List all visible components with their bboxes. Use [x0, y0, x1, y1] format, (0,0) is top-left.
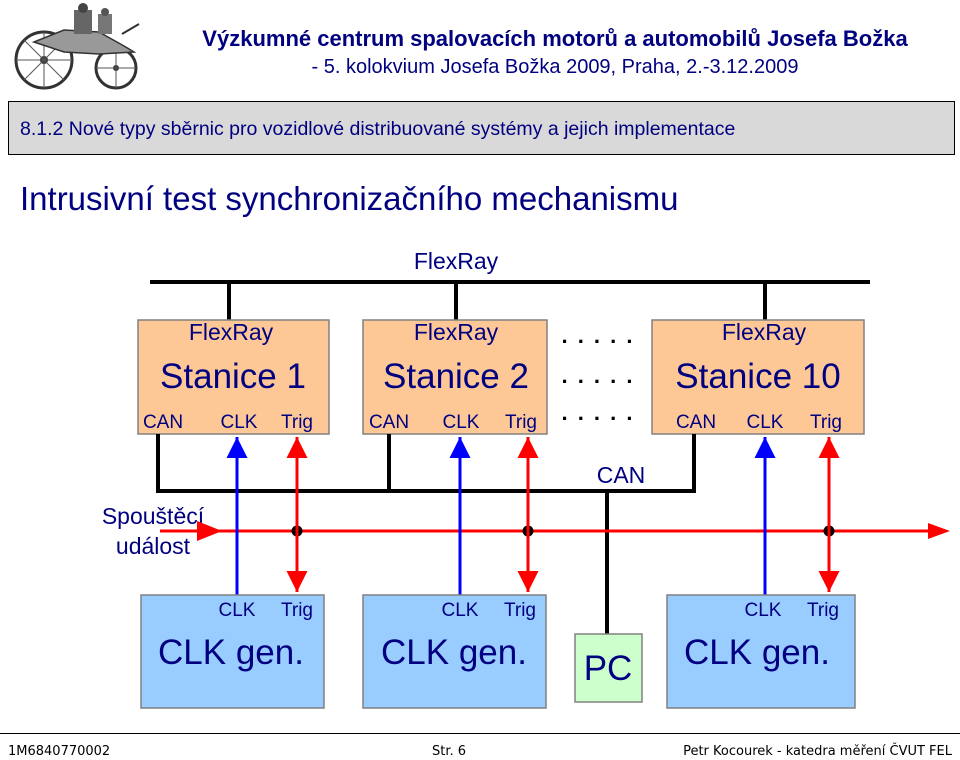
footer-left: 1M6840770002 — [8, 744, 111, 759]
station-2-trig: Trig — [505, 412, 537, 433]
station-1: FlexRay Stanice 1 CAN CLK Trig — [137, 319, 330, 435]
footer-page: Str. 6 — [432, 744, 467, 759]
section-bar: 8.1.2 Nové typy sběrnic pro vozidlové di… — [8, 101, 955, 155]
clk-gen-1-name: CLK gen. — [158, 633, 304, 672]
trigger-label-1: Spouštěcí — [102, 503, 205, 529]
header-subtitle: - 5. kolokvium Josefa Božka 2009, Praha,… — [311, 56, 799, 78]
slide-title: Intrusivní test synchronizačního mechani… — [20, 180, 679, 217]
section-title: 8.1.2 Nové typy sběrnic pro vozidlové di… — [20, 118, 736, 140]
pc-box: PC — [574, 633, 643, 703]
station-2-name: Stanice 2 — [383, 357, 529, 396]
pc-label: PC — [584, 649, 633, 688]
station-10: FlexRay Stanice 10 CAN CLK Trig — [651, 319, 865, 435]
can-bus-line — [156, 434, 696, 493]
station-1-clk: CLK — [221, 412, 258, 433]
station-10-name: Stanice 10 — [675, 357, 840, 396]
clk-gen-10-name: CLK gen. — [684, 633, 830, 672]
clk-gen-2: CLK Trig CLK gen. — [362, 594, 547, 709]
station-2: FlexRay Stanice 2 CAN CLK Trig — [362, 319, 548, 435]
trigger-label-2: událost — [116, 533, 191, 559]
clk-gen-2-name: CLK gen. — [381, 633, 527, 672]
clk-gen-2-clk: CLK — [442, 600, 479, 621]
station-2-top: FlexRay — [414, 319, 499, 345]
station-2-clk: CLK — [443, 412, 480, 433]
footer-divider — [0, 733, 960, 734]
ellipsis-2: . . . . . — [561, 363, 634, 388]
flexray-bus-label: FlexRay — [414, 248, 499, 274]
ellipsis-3: . . . . . — [561, 400, 634, 425]
trigger-arrow-left — [197, 521, 222, 541]
clk-gen-1: CLK Trig CLK gen. — [140, 594, 325, 709]
clk-gen-10: CLK Trig CLK gen. — [666, 594, 856, 709]
header-title: Výzkumné centrum spalovacích motorů a au… — [202, 26, 908, 51]
clk-gen-10-clk: CLK — [745, 600, 782, 621]
footer-right: Petr Kocourek - katedra měření ČVUT FEL — [683, 744, 952, 759]
station-1-name: Stanice 1 — [160, 357, 306, 396]
station-1-trig: Trig — [281, 412, 313, 433]
station-10-clk: CLK — [747, 412, 784, 433]
ellipsis-1: . . . . . — [561, 323, 634, 348]
can-bus-label: CAN — [597, 462, 646, 488]
station-2-can: CAN — [369, 412, 409, 433]
clk-gen-1-trig: Trig — [281, 600, 313, 621]
clk-gen-2-trig: Trig — [504, 600, 536, 621]
station-10-trig: Trig — [810, 412, 842, 433]
vintage-car-logo — [14, 3, 140, 90]
clk-gen-10-trig: Trig — [807, 600, 839, 621]
trigger-arrow-right — [928, 523, 950, 539]
station-10-top: FlexRay — [722, 319, 807, 345]
clk-gen-1-clk: CLK — [219, 600, 256, 621]
station-1-top: FlexRay — [189, 319, 274, 345]
station-10-can: CAN — [676, 412, 716, 433]
station-1-can: CAN — [143, 412, 183, 433]
